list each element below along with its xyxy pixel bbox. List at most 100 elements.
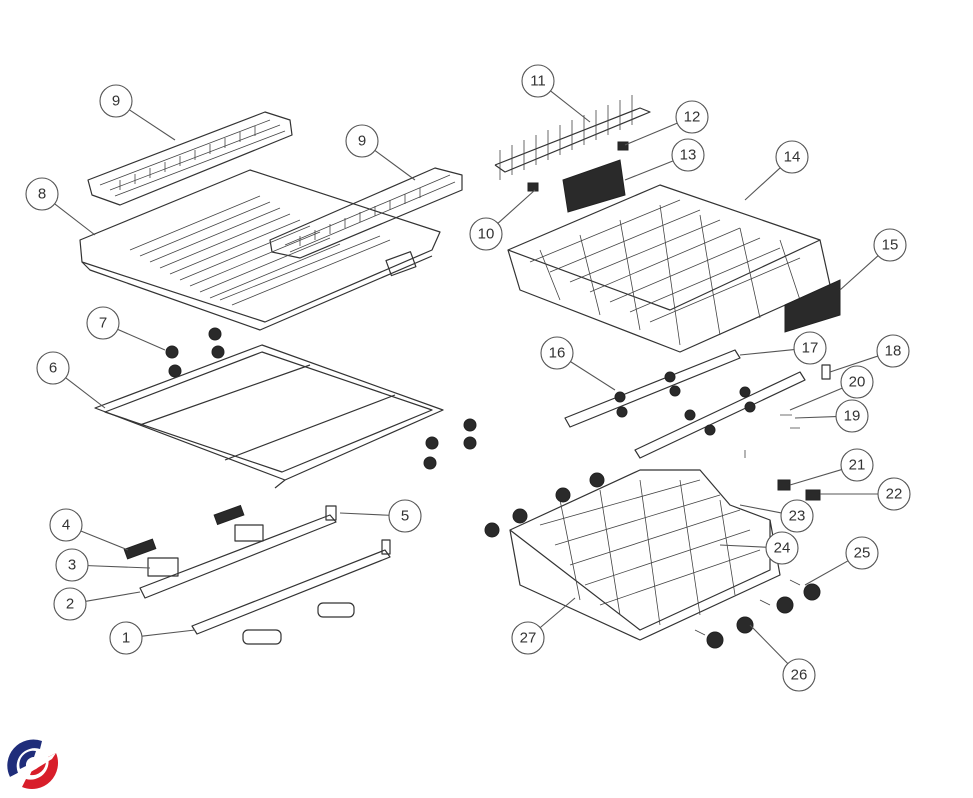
callout-circle [775, 140, 809, 174]
callout-17: 17 [739, 331, 827, 365]
callout-number: 12 [684, 109, 701, 126]
leader-line [87, 565, 151, 569]
leader-line [829, 355, 878, 373]
callout-circle [511, 621, 545, 655]
leader-line [789, 387, 843, 411]
callout-circle [765, 531, 799, 565]
leader-line [570, 361, 616, 391]
callout-number: 24 [774, 540, 791, 557]
callout-circle [469, 217, 503, 251]
callout-number: 17 [802, 340, 819, 357]
callout-number: 13 [680, 147, 697, 164]
callout-number: 23 [789, 508, 806, 525]
callout-circle [540, 336, 574, 370]
callout-number: 1 [122, 630, 130, 647]
callout-19: 19 [794, 399, 869, 433]
callout-circle [845, 536, 879, 570]
leader-line [539, 597, 576, 629]
callout-number: 9 [358, 133, 366, 150]
callout-26: 26 [749, 624, 816, 692]
callout-circle [388, 499, 422, 533]
callout-circle [876, 334, 910, 368]
callout-circle [873, 228, 907, 262]
part-upper-basket [507, 184, 831, 353]
callout-number: 27 [520, 630, 537, 647]
callout-circle [840, 365, 874, 399]
callout-circle [25, 177, 59, 211]
callout-20: 20 [789, 365, 874, 411]
brand-logo [2, 735, 62, 793]
callout-circle [49, 508, 83, 542]
leader-line [739, 504, 782, 514]
callout-5: 5 [339, 499, 422, 533]
leader-line [804, 560, 849, 586]
part-lower-basket [484, 469, 781, 641]
callout-circle [840, 448, 874, 482]
leader-line [141, 629, 196, 637]
part-third-rack [79, 169, 441, 331]
callout-1: 1 [109, 621, 196, 655]
callout-number: 18 [885, 343, 902, 360]
callout-circle [835, 399, 869, 433]
callout-number: 8 [38, 186, 46, 203]
callout-circle [782, 658, 816, 692]
callout-18: 18 [829, 334, 910, 373]
callout-6: 6 [36, 351, 106, 409]
part-lower-wheels [694, 579, 821, 649]
callout-number: 5 [401, 508, 409, 525]
callout-number: 20 [849, 374, 866, 391]
callout-number: 9 [112, 93, 120, 110]
part-fold-tines [494, 95, 651, 213]
part-basket-handle [784, 279, 841, 333]
callout-24: 24 [719, 531, 799, 565]
callout-14: 14 [744, 140, 809, 201]
callout-circle [671, 138, 705, 172]
callout-number: 11 [530, 73, 546, 90]
callout-number: 22 [886, 486, 903, 503]
callout-22: 22 [820, 477, 911, 511]
callout-3: 3 [55, 548, 151, 582]
part-upper-frame [94, 344, 444, 489]
leader-line [117, 328, 166, 351]
leader-line [839, 255, 879, 291]
callout-number: 7 [99, 315, 107, 332]
callout-circle [345, 124, 379, 158]
part-clips [777, 479, 821, 501]
part-cutlery-tray-left [87, 111, 293, 206]
brand-logo-icon [7, 739, 58, 789]
callout-circle [793, 331, 827, 365]
callout-2: 2 [53, 587, 141, 621]
callout-16: 16 [540, 336, 616, 391]
callout-9: 9 [345, 124, 416, 181]
callout-circle [53, 587, 87, 621]
callout-number: 19 [844, 408, 861, 425]
leader-line [65, 377, 106, 409]
callout-circle [521, 64, 555, 98]
callout-7: 7 [86, 306, 166, 351]
callout-11: 11 [521, 64, 591, 123]
leader-line [497, 189, 536, 224]
callout-number: 16 [549, 345, 566, 362]
callout-4: 4 [49, 508, 129, 551]
callout-circle [99, 84, 133, 118]
leader-line [794, 416, 837, 419]
callout-circle [36, 351, 70, 385]
callout-8: 8 [25, 177, 96, 236]
part-upper-rails [564, 349, 831, 459]
callout-number: 2 [66, 596, 74, 613]
leader-line [789, 469, 842, 486]
callout-number: 25 [854, 545, 871, 562]
leader-line [339, 512, 390, 516]
callout-number: 21 [849, 457, 866, 474]
leader-line [85, 591, 141, 602]
callout-circle [675, 100, 709, 134]
callout-circle [877, 477, 911, 511]
callout-circle [109, 621, 143, 655]
part-rails [123, 504, 391, 645]
callout-number: 15 [882, 237, 899, 254]
leader-line [719, 544, 767, 548]
callout-13: 13 [624, 138, 705, 181]
callout-number: 14 [784, 149, 801, 166]
leader-line [80, 530, 129, 551]
